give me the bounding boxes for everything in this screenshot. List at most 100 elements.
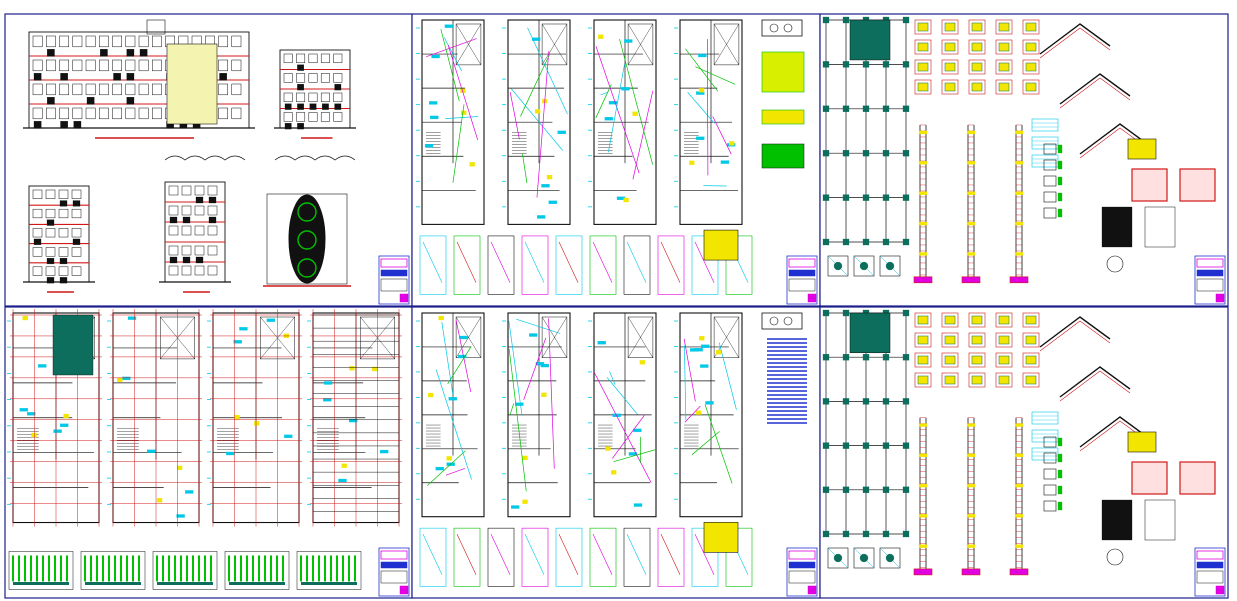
stair-rebar <box>1039 27 1111 59</box>
slab-detail-box <box>1179 168 1216 202</box>
column-node <box>842 442 850 449</box>
detail-box <box>453 235 481 295</box>
detail-pipe <box>660 241 681 283</box>
installation-pipe <box>632 90 654 180</box>
window <box>207 185 218 196</box>
fixture-highlight <box>234 414 240 420</box>
window <box>218 107 228 120</box>
legend-swatch <box>1057 469 1063 479</box>
stair-section <box>1079 416 1151 448</box>
installation-pipe <box>435 369 472 480</box>
column-node <box>822 238 830 246</box>
legend-symbol <box>783 23 793 33</box>
furniture-silhouette <box>297 103 304 110</box>
column-section <box>1022 79 1040 95</box>
legend-swatch <box>1057 453 1063 463</box>
window <box>85 59 96 72</box>
fixture-highlight <box>176 465 183 470</box>
column-section <box>941 332 959 348</box>
column-rebar <box>1025 335 1037 345</box>
window <box>308 53 318 64</box>
column-rebar <box>1025 22 1037 32</box>
room-label-marker <box>60 423 69 427</box>
footing-detail <box>853 255 875 277</box>
column-node <box>862 150 870 157</box>
detail-pipe <box>456 534 477 575</box>
window <box>32 59 43 72</box>
room-label-marker <box>540 363 550 368</box>
room-label-marker <box>323 398 332 402</box>
fixture-highlight <box>541 392 547 397</box>
column-node <box>862 442 870 449</box>
sheet-installations-plans[interactable] <box>411 306 821 599</box>
column-rebar <box>998 355 1010 365</box>
column-section <box>1022 332 1040 348</box>
column-node <box>882 194 890 201</box>
fixture-highlight <box>522 499 528 504</box>
rebar-tag <box>1014 423 1024 427</box>
column-node <box>882 354 890 361</box>
column-rebar <box>971 82 983 92</box>
window <box>59 59 69 72</box>
furniture-silhouette <box>73 121 82 129</box>
detail-box <box>487 235 515 295</box>
title-block-cell <box>788 278 816 292</box>
column-node <box>882 442 890 449</box>
title-block-band <box>1196 561 1224 569</box>
void-shaft <box>455 23 482 66</box>
window <box>46 107 56 120</box>
installation-pipe <box>718 342 737 410</box>
window <box>320 73 330 83</box>
column-node <box>862 194 870 201</box>
fixture-highlight <box>696 410 702 415</box>
installation-pipe <box>509 92 520 140</box>
rebar-tag <box>918 423 928 427</box>
detail-box <box>521 235 549 295</box>
room-label-marker <box>127 316 137 320</box>
column-section <box>914 79 932 95</box>
column-rebar <box>971 42 983 52</box>
room-label-marker <box>548 200 557 204</box>
column-node <box>842 309 850 317</box>
installation-pipe <box>609 371 616 385</box>
title-block-stamp <box>1215 585 1225 595</box>
legend-box <box>1043 500 1057 512</box>
column-rebar <box>998 62 1010 72</box>
rebar-tag <box>918 252 928 256</box>
column-section <box>1022 312 1040 328</box>
legend-green-table <box>761 143 805 169</box>
column-section <box>941 352 959 368</box>
installation-pipe <box>443 37 462 72</box>
column-rebar <box>944 82 956 92</box>
window <box>296 53 306 64</box>
sheet-structural-details-2[interactable] <box>819 306 1229 599</box>
room-label-marker <box>537 215 546 219</box>
column-node <box>902 354 910 361</box>
void-shaft <box>455 316 482 358</box>
tank-detail <box>1144 499 1176 541</box>
column-section <box>914 59 932 75</box>
detail-box <box>589 527 617 587</box>
furniture-silhouette <box>195 196 204 204</box>
void-shaft <box>541 23 568 66</box>
column-rebar <box>917 335 929 345</box>
window <box>333 92 343 103</box>
sheet-elevations-sections[interactable] <box>4 13 413 307</box>
room-label-marker <box>541 184 550 188</box>
rebar-tag <box>1014 453 1024 457</box>
column-node <box>862 61 870 68</box>
fixture-highlight <box>611 470 617 475</box>
installation-pipe <box>685 48 719 92</box>
window <box>72 59 83 72</box>
sheet-floor-plans-furnished[interactable] <box>4 306 413 599</box>
window <box>58 208 69 219</box>
sheet-structural-details[interactable] <box>819 13 1229 307</box>
sheet-architectural-plans[interactable] <box>411 13 821 307</box>
window <box>152 107 162 120</box>
room-label-marker <box>176 514 185 518</box>
furniture-silhouette <box>297 123 304 130</box>
legend-box <box>1043 191 1057 203</box>
rebar-tag <box>966 221 976 226</box>
room-label-marker <box>511 505 520 509</box>
